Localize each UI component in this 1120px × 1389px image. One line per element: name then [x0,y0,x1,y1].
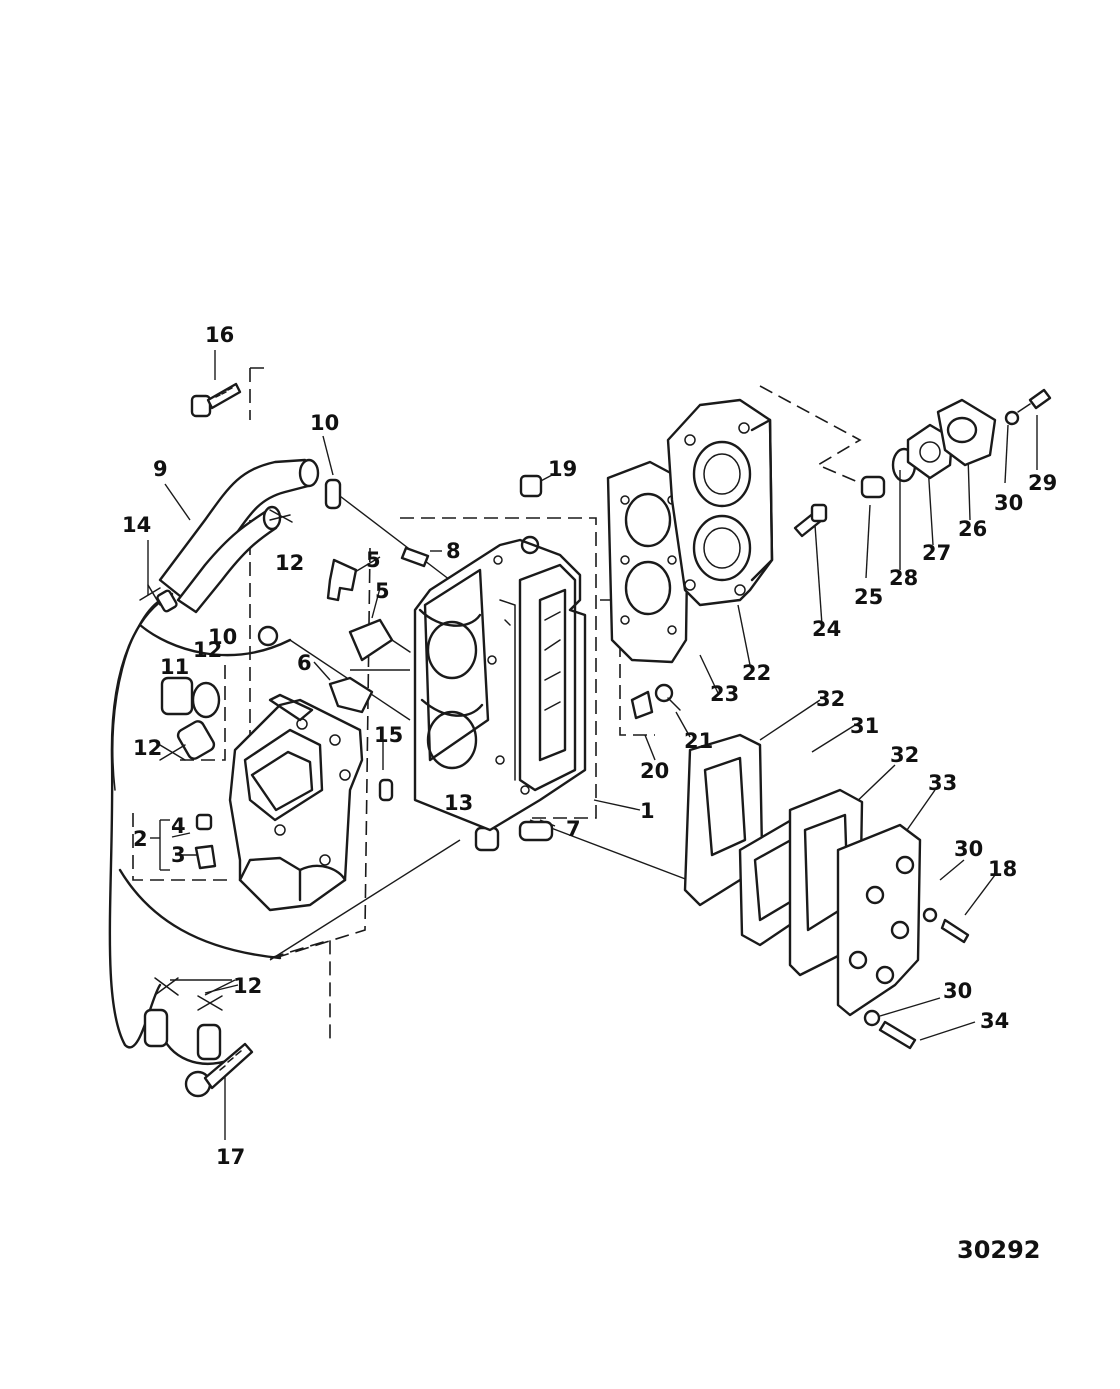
callout-25: 25 [854,585,883,609]
callout-30-mid: 30 [954,837,983,861]
callout-1: 1 [640,799,655,823]
part-bolt-17 [184,1042,254,1098]
part-fittings-5 [326,558,411,662]
part-bolt-16 [190,382,242,418]
part-clip-20-screw-21 [630,683,681,720]
callout-12-a: 12 [275,551,304,575]
callout-19: 19 [548,457,577,481]
callout-labels: 16 10 9 14 12 10 11 12 12 2 4 3 12 17 5 … [122,323,1057,1169]
callout-32-b: 32 [890,743,919,767]
callout-17: 17 [216,1145,245,1169]
callout-4: 4 [171,814,186,838]
callout-22: 22 [742,661,771,685]
leader-lines [147,350,1038,1140]
part-bolts-18-30-34 [863,907,970,1050]
callout-16: 16 [205,323,234,347]
part-cylinder-head-22 [666,398,774,607]
callout-8: 8 [446,539,461,563]
part-gasket-23 [606,460,690,664]
callout-26: 26 [958,517,987,541]
hoses [108,592,292,1065]
callout-10-top: 10 [310,411,339,435]
callout-14: 14 [122,513,151,537]
callout-7: 7 [566,817,581,841]
callout-27: 27 [922,541,951,565]
part-thermostat-group [860,388,1052,499]
callout-3: 3 [171,843,186,867]
group-outlines [132,367,866,1040]
callout-12-c: 12 [133,736,162,760]
callout-31: 31 [850,714,879,738]
callout-5-bottom: 5 [375,579,390,603]
callout-28: 28 [889,566,918,590]
callout-30-top: 30 [994,491,1023,515]
callout-34: 34 [980,1009,1009,1033]
callout-24: 24 [812,617,841,641]
callout-13: 13 [444,791,473,815]
drawing-number: 30292 [957,1236,1041,1264]
callout-33: 33 [928,771,957,795]
callout-15: 15 [374,723,403,747]
callout-23: 23 [710,682,739,706]
callout-11: 11 [160,655,189,679]
part-hose-9 [158,458,320,614]
part-crankcase-2 [194,693,364,912]
callout-9: 9 [153,457,168,481]
callout-6: 6 [297,651,312,675]
callout-20: 20 [640,759,669,783]
part-fitting-6 [328,676,374,714]
callout-21: 21 [684,729,713,753]
callout-12-d: 12 [233,974,262,998]
part-bolt-24 [793,503,828,538]
part-cap-19 [519,474,543,498]
callout-29: 29 [1028,471,1057,495]
part-cylinder-block-1 [413,535,587,832]
small-parts [139,478,554,1061]
callout-30-bottom: 30 [943,979,972,1003]
callout-5-top: 5 [366,548,381,572]
part-reed-plates [683,733,922,1017]
callout-18: 18 [988,857,1017,881]
callout-2: 2 [133,827,148,851]
callout-10-bottom: 10 [208,625,237,649]
callout-32-a: 32 [816,687,845,711]
callout-12-b: 12 [193,638,222,662]
part-pin-8 [400,546,430,568]
